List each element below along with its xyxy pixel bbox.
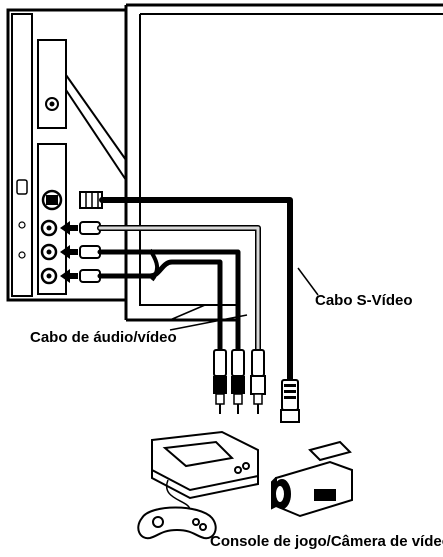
rca-port-video (40, 219, 58, 237)
svideo-cable-label: Cabo S-Vídeo (315, 292, 413, 309)
devices-label: Console de jogo/Câmera de vídeo (210, 533, 443, 550)
av-bundle-join (148, 248, 159, 282)
leader-lines (169, 267, 319, 331)
svideo-port-icon (41, 189, 63, 211)
video-cable (97, 225, 261, 353)
rca-port-audio-right (40, 267, 58, 285)
av-cable-label: Cabo de áudio/vídeo (30, 329, 177, 346)
tv-outline (124, 3, 443, 322)
rca-port-audio-left (40, 243, 58, 261)
svideo-plug-panel (79, 191, 103, 209)
audio-right-cable (97, 259, 223, 353)
rca-plug-audio-left (231, 349, 245, 414)
rca-plugs-panel (79, 221, 101, 283)
rca-plug-video (250, 349, 266, 414)
video-camera-icon (271, 440, 353, 518)
gamepad-icon (137, 506, 217, 540)
connector-arrow-icon (60, 221, 78, 283)
rca-plug-audio-right (213, 349, 227, 414)
game-console-icon (151, 430, 259, 500)
svideo-cable (99, 197, 293, 383)
svideo-plug-bottom (280, 379, 300, 423)
headphone-jack-icon (45, 97, 59, 111)
